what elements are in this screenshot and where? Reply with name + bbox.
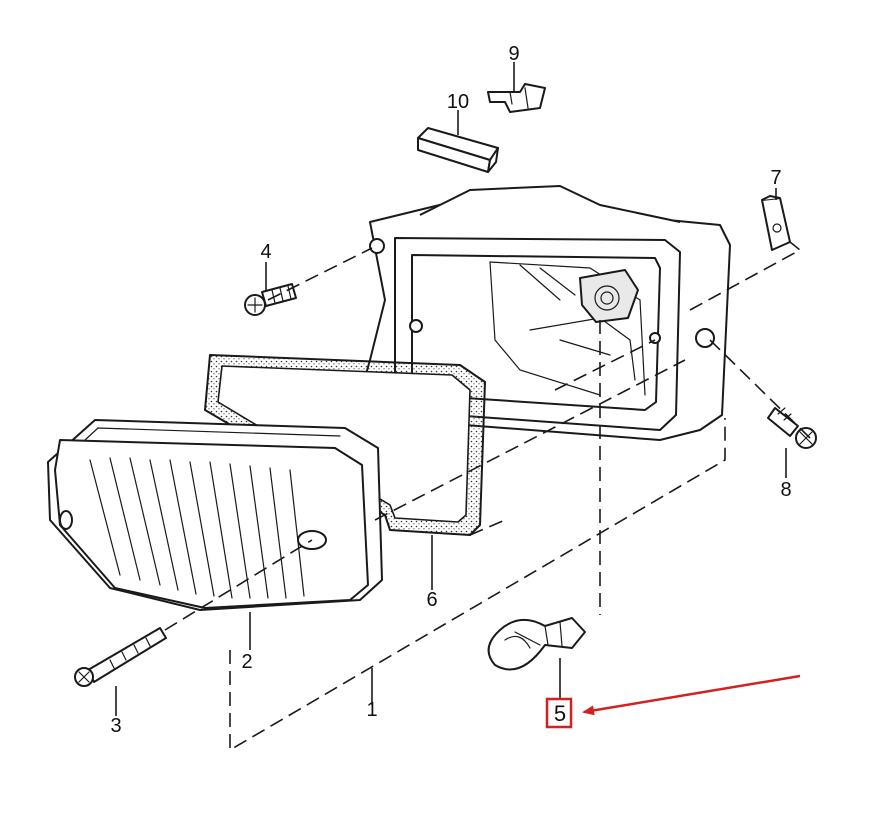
callout-1: 1 (366, 699, 377, 721)
highlight-annotation (545, 674, 801, 729)
clip-7 (761, 195, 791, 251)
callout-5: 5 (554, 701, 566, 726)
callout-9: 9 (508, 43, 519, 65)
callout-6: 6 (426, 589, 437, 611)
highlight-arrow (582, 674, 801, 716)
bulb (487, 617, 586, 671)
callout-4: 4 (260, 241, 271, 263)
leader-lines (115, 62, 811, 752)
bracket-9 (487, 83, 546, 113)
block-10 (417, 127, 499, 173)
callout-3: 3 (110, 715, 121, 737)
callout-2: 2 (241, 651, 252, 673)
callouts: 9 10 7 4 8 6 2 1 3 5 (110, 43, 791, 737)
lamp-lens (47, 419, 383, 611)
callout-10: 10 (447, 91, 469, 113)
screw-8 (767, 407, 817, 449)
callout-8: 8 (780, 479, 791, 501)
callout-7: 7 (770, 167, 781, 189)
screw-3 (74, 627, 167, 687)
highlight-box (545, 697, 573, 729)
